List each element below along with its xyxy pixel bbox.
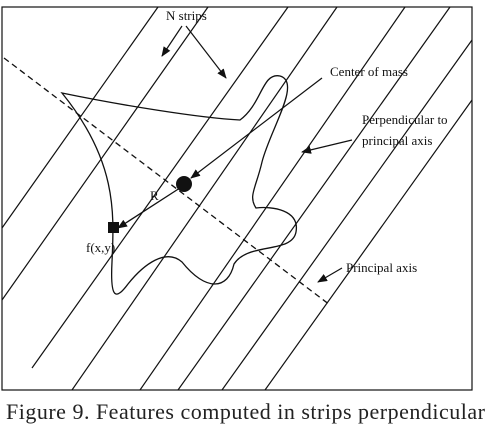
radius-vector	[117, 185, 184, 229]
perpendicular-label-line1: Perpendicular to	[362, 112, 448, 127]
n-strips-label: N strips	[166, 8, 207, 23]
figure-caption: Figure 9. Features computed in strips pe…	[0, 395, 485, 423]
center-of-mass-dot	[176, 176, 192, 192]
fxy-point	[108, 222, 119, 233]
strip-line	[1, 6, 209, 301]
strip-features-diagram: N strips Center of mass Perpendicular to…	[1, 6, 473, 391]
strip-line	[177, 6, 451, 391]
n-strips-arrow-left	[161, 25, 183, 57]
strip-line	[71, 6, 338, 391]
shape-outline	[60, 75, 297, 295]
strip-line	[139, 6, 406, 391]
perpendicular-arrow	[301, 139, 353, 154]
figure-caption-text: Figure 9. Features computed in strips pe…	[6, 399, 485, 424]
principal-axis-arrow	[317, 267, 343, 283]
strip-line	[221, 39, 473, 391]
center-of-mass-label: Center of mass	[330, 64, 408, 79]
strip-line	[31, 6, 289, 369]
center-of-mass-arrow	[190, 77, 323, 179]
radius-label: R	[150, 188, 159, 203]
n-strips-arrows	[161, 25, 227, 79]
strip-line	[264, 99, 473, 391]
principal-axis-label: Principal axis	[346, 260, 417, 275]
figure-frame	[1, 6, 473, 391]
fxy-label: f(x,y)	[86, 240, 115, 255]
n-strips-arrow-right	[185, 25, 227, 79]
strip-lines	[1, 6, 473, 391]
principal-axis-line	[3, 57, 331, 306]
perpendicular-label-line2: principal axis	[362, 133, 432, 148]
